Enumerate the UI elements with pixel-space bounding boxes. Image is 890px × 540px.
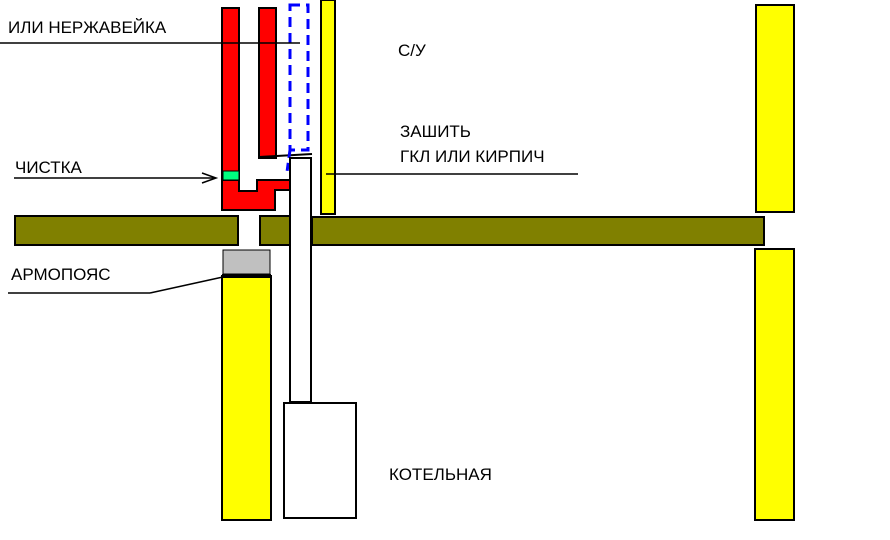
label-bathroom: С/У — [398, 41, 426, 60]
label-cleanout: ЧИСТКА — [15, 158, 83, 177]
leader-line-armopoyas-diagonal — [149, 274, 233, 294]
chimney-riser-right — [258, 7, 277, 159]
right-wall-lower — [754, 248, 795, 521]
label-sew-up-line1: ЗАШИТЬ — [400, 122, 471, 141]
label-sew-up-line2: ГКЛ ИЛИ КИРПИЧ — [400, 147, 545, 166]
ring-beam — [222, 249, 271, 275]
upper-partition-wall — [320, 0, 336, 215]
label-boiler-room: КОТЕЛЬНАЯ — [389, 465, 492, 484]
left-wall-lower — [221, 275, 272, 521]
right-wall-upper — [755, 4, 795, 213]
planned-pipe-dashed — [288, 3, 310, 152]
boiler — [283, 402, 357, 519]
label-stainless: ИЛИ НЕРЖАВЕЙКА — [8, 18, 167, 37]
flue-pipe — [289, 157, 312, 403]
chimney-riser-left — [221, 7, 240, 181]
floor-slab-middle — [259, 215, 291, 246]
floor-slab-left — [14, 215, 239, 246]
chimney-top-right-cap — [258, 153, 313, 158]
label-armopoyas: АРМОПОЯС — [11, 265, 111, 284]
cleanout-hatch — [222, 170, 240, 181]
cleanout-arrow-icon — [201, 172, 219, 184]
chimney-elbow — [221, 179, 291, 211]
floor-slab-right — [311, 216, 765, 246]
planned-pipe-dashed-foot — [285, 149, 292, 173]
